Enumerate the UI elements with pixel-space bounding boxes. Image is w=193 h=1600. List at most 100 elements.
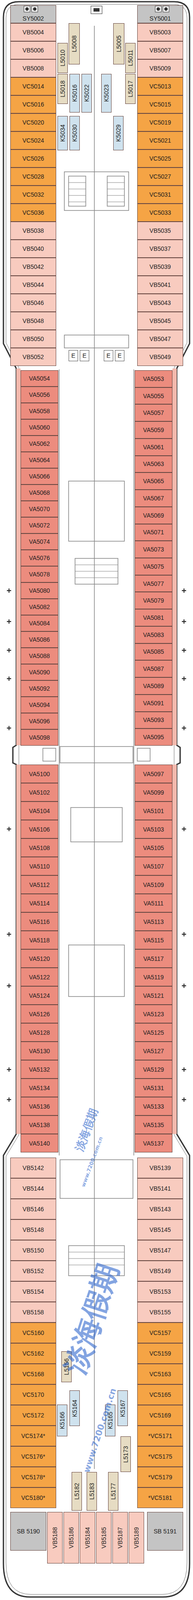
hull-inner-line <box>6 4 187 1593</box>
cabin-number: VA5118 <box>29 935 50 942</box>
cabin-number: K5034 <box>59 124 66 142</box>
cabin-number: VA5116 <box>29 917 50 924</box>
cabin-number: L5177 <box>110 1480 117 1498</box>
cabin-box: VA5088 <box>20 646 59 664</box>
cabin-number: VC5036 <box>22 209 45 216</box>
cabin-box: VC5027 <box>137 167 184 186</box>
cabin-number: VC5160 <box>22 1327 45 1334</box>
cabin-number: VB5009 <box>149 65 172 72</box>
cabin-box: VA5070 <box>20 500 59 517</box>
cabin-box: L5011 <box>125 42 136 73</box>
cabin-number: VB5143 <box>149 1204 172 1211</box>
cabin-box: VA5087 <box>134 659 173 677</box>
cabin-box: VA5065 <box>134 471 173 489</box>
cabin-box: VA5060 <box>20 418 59 435</box>
cabin-box: VA5140 <box>20 1132 59 1151</box>
cabin-box: VC5176* <box>10 1444 57 1465</box>
cabin-number: VA5097 <box>143 769 165 776</box>
cabin-number: VB5142 <box>22 1163 45 1170</box>
cabin-number: VA5094 <box>29 700 51 707</box>
cabin-box: *VC5181 <box>137 1485 184 1506</box>
cabin-box: VA5089 <box>134 676 173 694</box>
cabin-box: VA5094 <box>20 695 59 712</box>
cabin-box: L5018 <box>57 73 68 104</box>
cabin-box: VA5103 <box>134 818 173 838</box>
cabin-box: VB5035 <box>137 221 184 240</box>
cabin-number: VA5071 <box>143 528 165 535</box>
cabin-box: VA5072 <box>20 516 59 533</box>
cabin-number: VC5027 <box>149 173 172 180</box>
cabin-box: VA5129 <box>134 1058 173 1077</box>
cabin-box: VA5107 <box>134 855 173 875</box>
cabin-box: VA5127 <box>134 1040 173 1059</box>
cabin-box: K5029 <box>113 115 124 151</box>
cabin-number: VA5078 <box>29 570 51 577</box>
cabin-number: VA5074 <box>29 537 51 544</box>
cabin-box: *VC5179 <box>137 1464 184 1486</box>
cabin-number: VB5045 <box>149 317 172 324</box>
cabin-number: VA5108 <box>29 843 51 850</box>
cabin-box: VB5152 <box>10 1258 57 1280</box>
cabin-number: VB5149 <box>149 1266 172 1273</box>
cabin-box: VA5138 <box>20 1113 59 1133</box>
cabin-box: VC5024 <box>10 131 57 150</box>
cabin-box: VA5071 <box>134 523 173 541</box>
cabin-box: VA5091 <box>134 693 173 711</box>
cabin-box: VB5004 <box>10 23 57 42</box>
cabin-number: VA5077 <box>143 579 165 586</box>
cabin-box: VA5134 <box>20 1076 59 1096</box>
cabin-box: VB5040 <box>10 239 57 258</box>
cabin-number: VA5092 <box>29 684 51 691</box>
cabin-number: VA5104 <box>29 806 51 813</box>
cabin-number: VB5040 <box>22 245 45 252</box>
cabin-box: VA5084 <box>20 614 59 631</box>
cabin-box: L5010 <box>57 42 68 73</box>
cabin-number: VA5098 <box>29 733 51 740</box>
cabin-box: VC5036 <box>10 203 57 222</box>
cabin-box: VA5104 <box>20 800 59 819</box>
cabin-box: VA5111 <box>134 892 173 911</box>
cabin-number: VA5101 <box>143 806 165 813</box>
cabin-box: VA5054 <box>20 369 59 386</box>
cabin-number: VB5158 <box>22 1307 45 1314</box>
cabin-box: VB5149 <box>137 1258 184 1280</box>
cabin-number: VA5076 <box>29 554 51 561</box>
cabin-box: VA5120 <box>20 947 59 967</box>
cabin-box: VA5095 <box>134 727 173 745</box>
cabin-number: SB 5191 <box>153 1525 177 1532</box>
cabin-number: VA5068 <box>29 488 51 495</box>
cabin-box: K5166 <box>57 1402 68 1435</box>
elevator-mark: E <box>79 349 90 361</box>
cabin-box: VB5141 <box>137 1176 184 1198</box>
cabin-box: L5182 <box>71 1469 82 1509</box>
cabin-box: VC5026 <box>10 149 57 168</box>
cabin-box: VA5085 <box>134 642 173 660</box>
cabin-number: VC5024 <box>22 137 45 144</box>
cabin-box: VC5157 <box>137 1320 184 1342</box>
cabin-box: VB5003 <box>137 23 184 42</box>
cabin-number: VA5132 <box>29 1064 51 1071</box>
cabin-number: VA5105 <box>143 843 165 850</box>
cabin-number: VA5090 <box>29 668 51 675</box>
cabin-box: VB5046 <box>10 293 57 312</box>
cabin-number: VA5106 <box>29 825 51 832</box>
cabin-box: K5167 <box>117 1388 128 1424</box>
cabin-box: VA5062 <box>20 434 59 452</box>
cabin-number: VC5169 <box>149 1410 172 1417</box>
cabin-number: VB5006 <box>22 47 45 54</box>
cabin-number: VC5170 <box>22 1389 45 1396</box>
cabin-box: *VC5175 <box>137 1444 184 1465</box>
cabin-number: VB5043 <box>149 299 172 306</box>
cabin-number: VA5138 <box>29 1120 51 1127</box>
cabin-box: VB5042 <box>10 257 57 276</box>
cabin-box: VA5067 <box>134 488 173 507</box>
cabin-box: VA5137 <box>134 1132 173 1151</box>
cabin-number: VA5095 <box>143 732 165 739</box>
cabin-box: VC5028 <box>10 167 57 186</box>
cabin-box: VA5081 <box>134 608 173 626</box>
cabin-number: VA5114 <box>29 898 50 905</box>
cabin-number: VB5042 <box>22 263 45 270</box>
cabin-number: VB5008 <box>22 65 45 72</box>
cabin-number: VA5083 <box>143 630 165 637</box>
cabin-box: VC5169 <box>137 1402 184 1424</box>
